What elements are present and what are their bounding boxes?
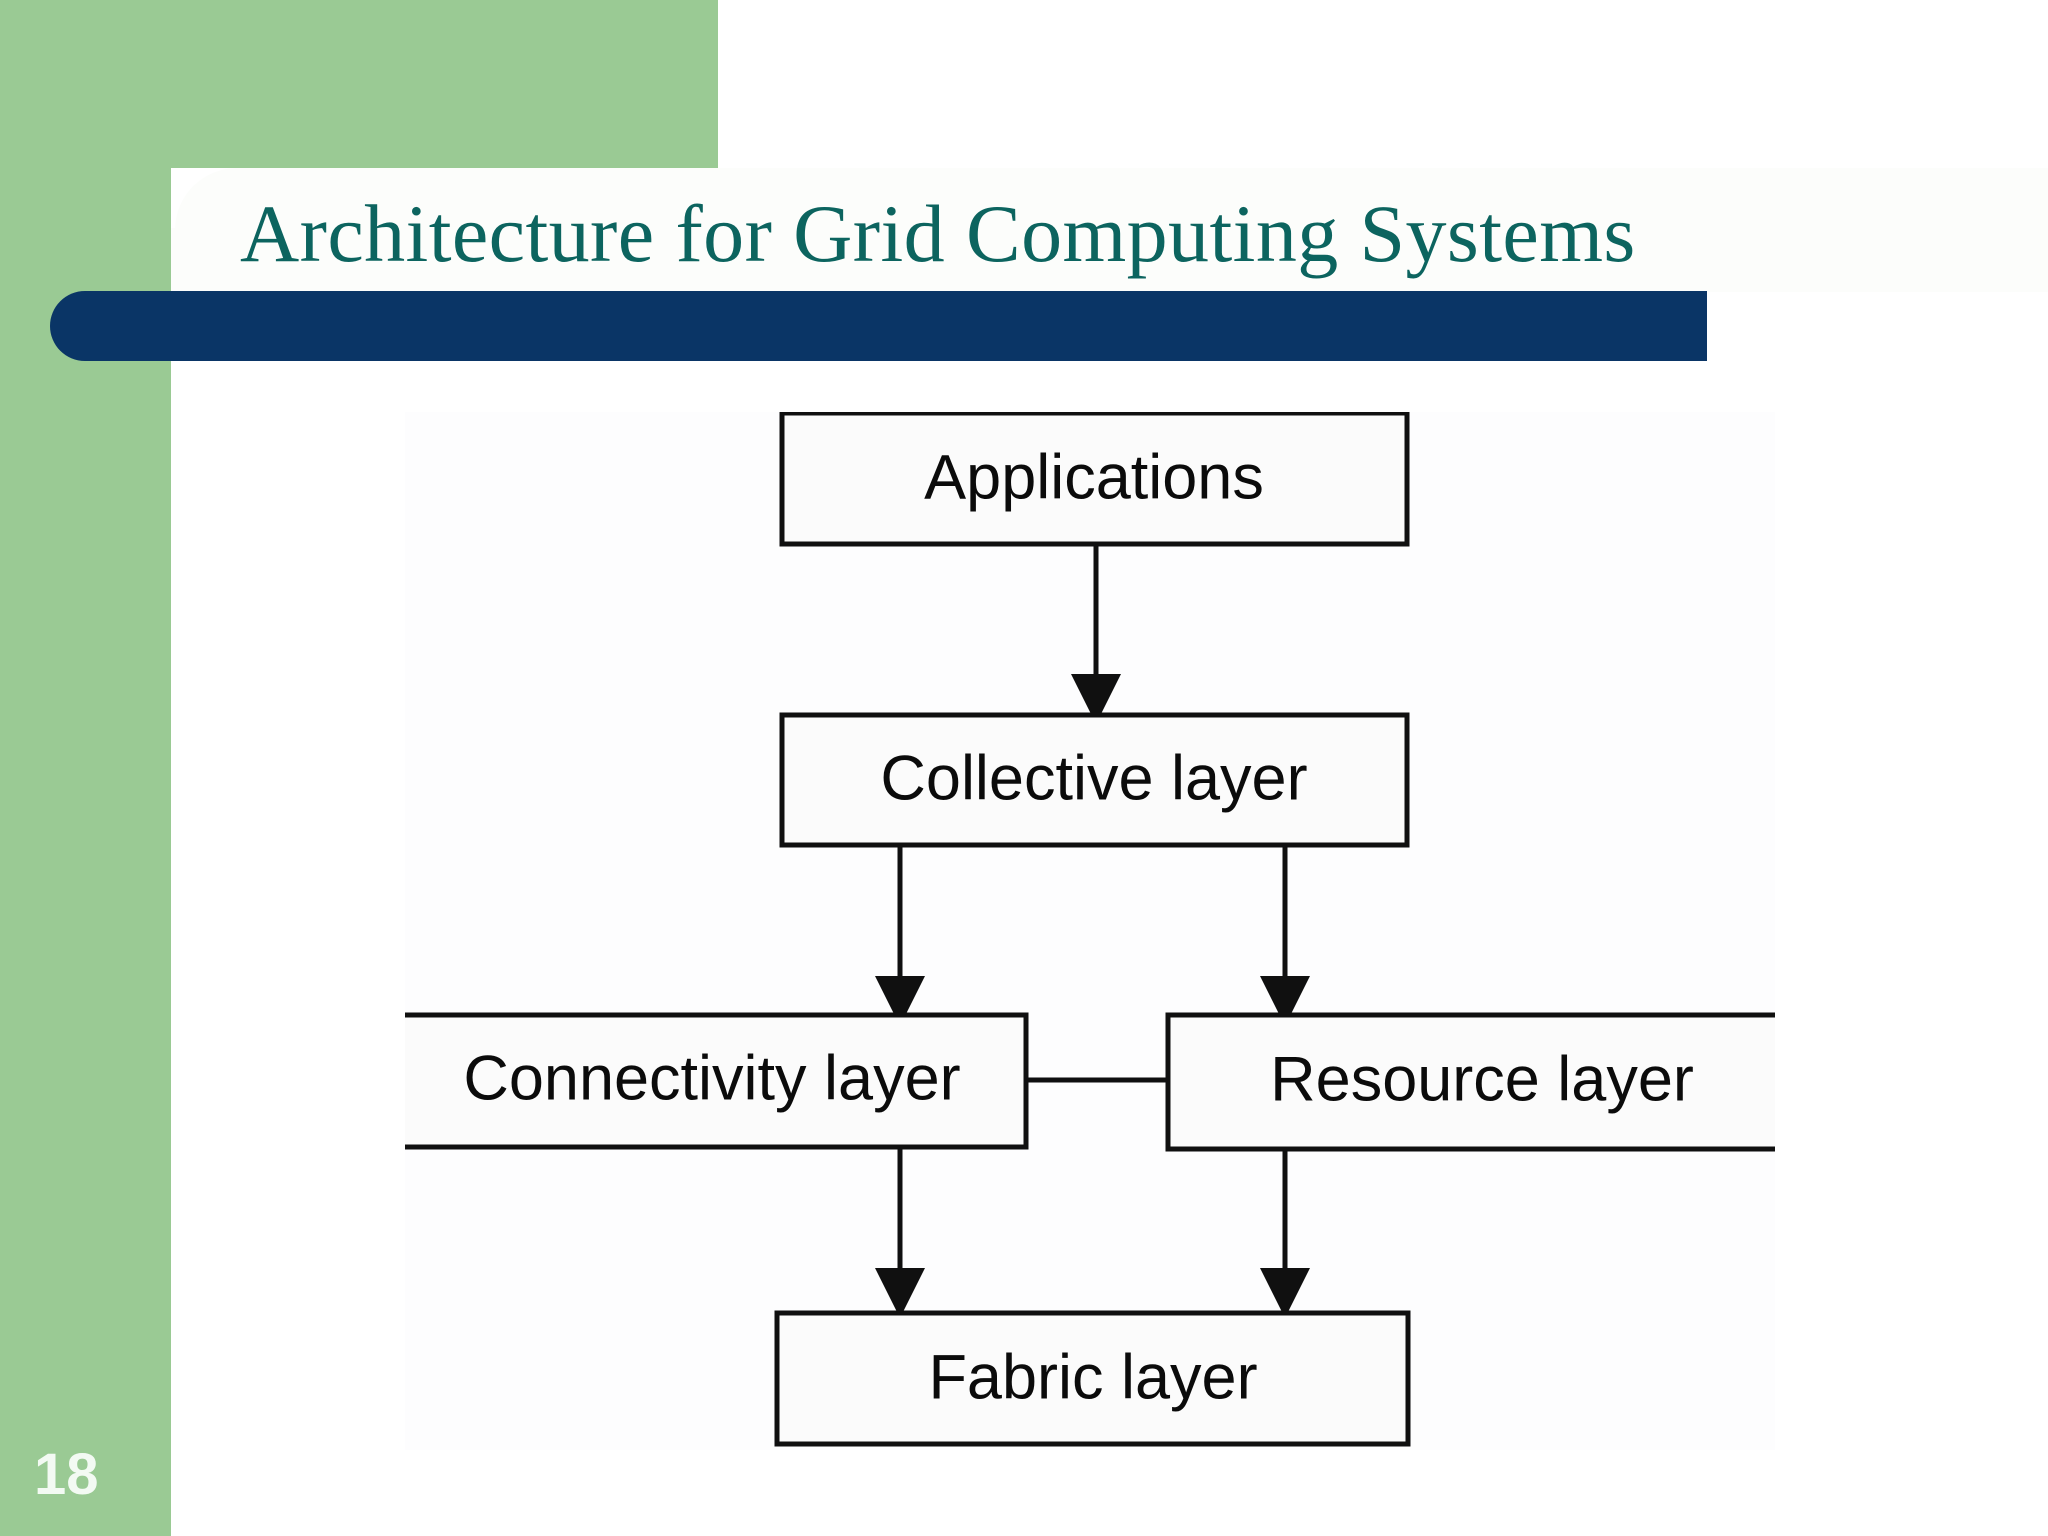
node-applications-label: Applications xyxy=(924,443,1264,513)
node-collective-layer[interactable]: Collective layer xyxy=(779,712,1410,848)
page-number: 18 xyxy=(34,1442,99,1507)
edge-collective-to-resource xyxy=(1260,845,1310,1026)
edge-collective-to-connectivity xyxy=(875,845,925,1026)
node-resource-layer[interactable]: Resource layer xyxy=(1165,1012,1775,1152)
edge-applications-to-collective xyxy=(1071,544,1121,724)
edge-connectivity-to-fabric xyxy=(875,1147,925,1318)
node-connectivity-layer[interactable]: Connectivity layer xyxy=(405,1012,1029,1150)
node-applications[interactable]: Applications xyxy=(779,412,1410,547)
page-title: Architecture for Grid Computing Systems xyxy=(240,188,1636,279)
node-collective-layer-label: Collective layer xyxy=(880,744,1307,814)
node-resource-layer-label: Resource layer xyxy=(1270,1045,1694,1115)
edge-resource-to-fabric xyxy=(1260,1149,1310,1318)
navy-underline-bar xyxy=(50,291,1707,361)
node-fabric-layer-label: Fabric layer xyxy=(928,1343,1257,1413)
title-plate xyxy=(175,168,2048,292)
diagram-area: Applications Collective layer Connectivi… xyxy=(405,412,1775,1450)
node-connectivity-layer-label: Connectivity layer xyxy=(463,1044,960,1114)
green-sidebar-band xyxy=(0,0,171,1536)
node-fabric-layer[interactable]: Fabric layer xyxy=(774,1310,1411,1447)
green-top-block xyxy=(0,0,718,168)
grid-architecture-diagram: Applications Collective layer Connectivi… xyxy=(405,412,1775,1447)
